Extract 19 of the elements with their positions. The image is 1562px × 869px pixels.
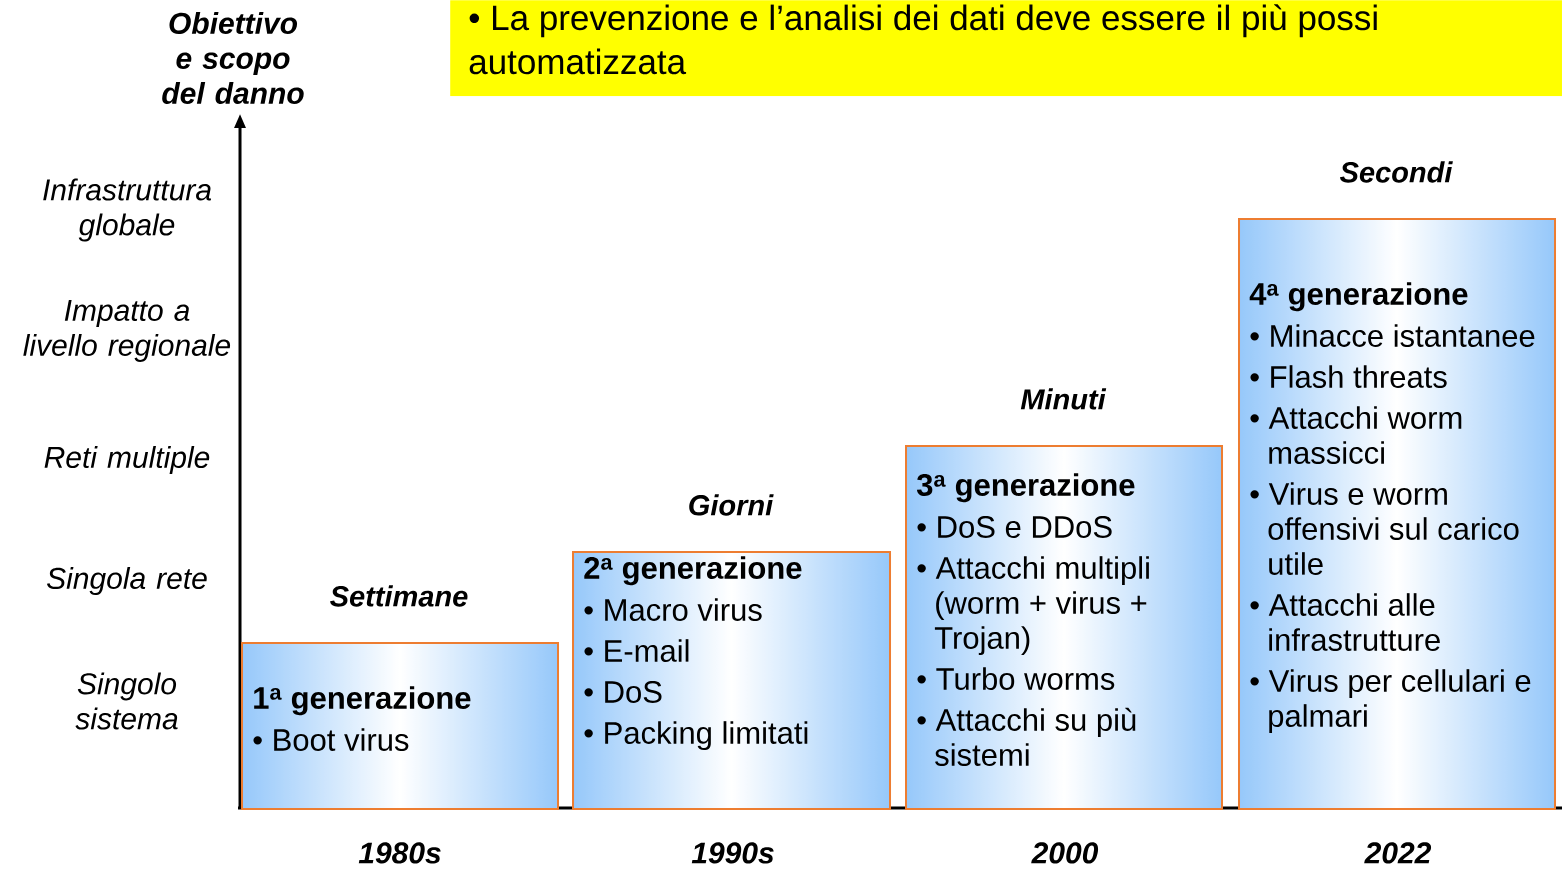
speed-label: Minuti xyxy=(1020,388,1107,410)
generation-box: 4$^{a}$ generazione • Minacce istantanee • Flash threats • Attacchi worm massicci • Virus e worm offensivi sul carico utile • Attacchi alle infrastrutture • Virus per cellulari e palmari xyxy=(1238,218,1556,810)
generation-box: 2$^{a}$ generazione • Macro virus • E-mail • DoS • Packing limitati xyxy=(572,551,891,810)
banner: • La prevenzione e l’analisi dei dati deve essere il più possi automatizzata xyxy=(450,0,1562,97)
level-label: Singola rete xyxy=(46,567,207,595)
year-label: 1990s xyxy=(691,842,774,864)
generation-box: 1$^{a}$ generazione • Boot virus xyxy=(241,642,559,810)
axis-title: Obiettivo e scopo del danno xyxy=(162,11,304,104)
speed-label: Giorni xyxy=(689,494,774,516)
year-label: 2022 xyxy=(1364,842,1432,864)
level-label: Singolo sistema xyxy=(75,672,178,730)
generation-box: 3$^{a}$ generazione • DoS e DDoS • Attacchi multipli (worm + virus + Trojan) • Turbo worms • Attacchi su più sistemi xyxy=(905,445,1223,810)
level-label: Reti multiple xyxy=(44,446,210,474)
speed-label: Secondi xyxy=(1339,161,1453,183)
level-label: Infrastruttura globale xyxy=(43,178,212,242)
year-label: 1980s xyxy=(358,842,441,864)
speed-label: Settimane xyxy=(330,585,468,607)
year-label: 2000 xyxy=(1031,842,1099,864)
level-label: Impatto a livello regionale xyxy=(23,300,231,362)
